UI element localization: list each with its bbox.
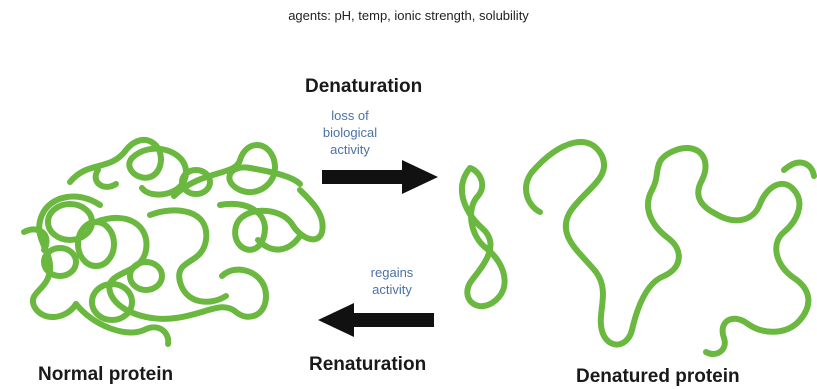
denatured-protein-strand	[462, 142, 814, 354]
reverse-arrow	[318, 303, 434, 337]
forward-arrow	[322, 160, 438, 194]
normal-protein-strand	[24, 140, 323, 344]
